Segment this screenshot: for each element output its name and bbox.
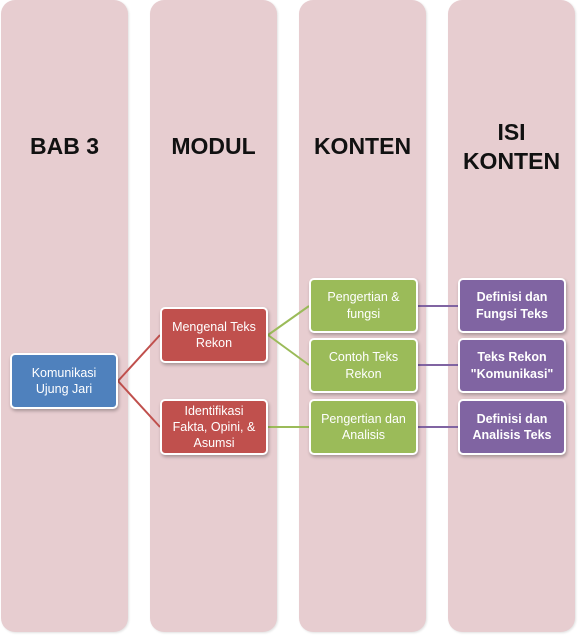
node-konten-pengertian-fungsi[interactable]: Pengertian & fungsi: [309, 278, 418, 333]
node-label: Contoh Teks Rekon: [328, 350, 399, 381]
column-title-isi-konten: ISI KONTEN: [462, 119, 561, 174]
node-modul-identifikasi[interactable]: Identifikasi Fakta, Opini, & Asumsi: [160, 399, 268, 455]
node-label: Identifikasi Fakta, Opini, & Asumsi: [172, 403, 256, 451]
connector-modul1-konten-1: [267, 305, 310, 336]
connector-bab-modul-1: [117, 334, 161, 382]
node-isi-teks-rekon-komunikasi[interactable]: Teks Rekon "Komunikasi": [458, 338, 566, 393]
connector-modul1-konten-2: [267, 334, 310, 366]
node-konten-pengertian-analisis[interactable]: Pengertian dan Analisis: [309, 399, 418, 455]
column-title-konten: KONTEN: [313, 133, 412, 159]
column-title-modul: MODUL: [171, 133, 256, 159]
node-label: Definisi dan Analisis Teks: [472, 411, 552, 442]
column-bab: BAB 3: [1, 0, 128, 632]
node-label: Teks Rekon "Komunikasi": [470, 350, 554, 381]
node-konten-contoh-teks-rekon[interactable]: Contoh Teks Rekon: [309, 338, 418, 393]
node-label: Mengenal Teks Rekon: [172, 319, 256, 350]
node-bab-komunikasi-ujung-jari[interactable]: Komunikasi Ujung Jari: [10, 353, 118, 409]
column-title-bab: BAB 3: [29, 133, 99, 159]
node-label: Pengertian dan Analisis: [321, 411, 406, 442]
node-label: Pengertian & fungsi: [327, 290, 400, 321]
connector-bab-modul-2: [117, 380, 161, 428]
node-modul-mengenal-teks-rekon[interactable]: Mengenal Teks Rekon: [160, 307, 268, 363]
node-isi-definisi-analisis-teks[interactable]: Definisi dan Analisis Teks: [458, 399, 566, 455]
node-isi-definisi-fungsi-teks[interactable]: Definisi dan Fungsi Teks: [458, 278, 566, 333]
node-label: Komunikasi Ujung Jari: [31, 365, 97, 396]
node-label: Definisi dan Fungsi Teks: [475, 290, 548, 321]
